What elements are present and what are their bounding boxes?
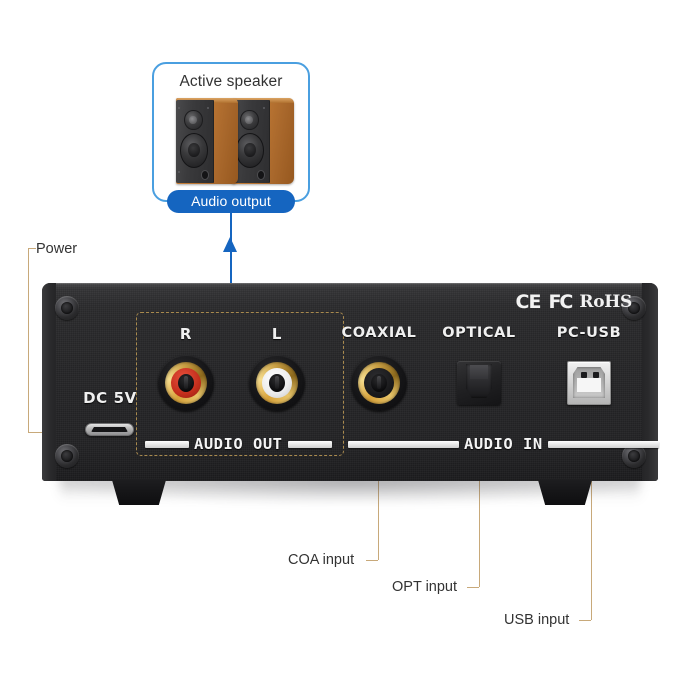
audio-in-band: AUDIO IN <box>348 435 659 453</box>
chassis-left-edge <box>42 283 56 481</box>
screw-bottom-left <box>55 444 79 468</box>
active-speaker-callout-card: Active speaker <box>152 62 310 202</box>
audio-out-band: AUDIO OUT <box>145 435 332 453</box>
rca-left-label: L <box>271 325 283 343</box>
speaker-left <box>176 98 238 184</box>
audio-output-badge: Audio output <box>167 190 295 213</box>
speaker-right <box>232 98 294 184</box>
usb-leader-line-vertical <box>591 430 592 620</box>
annotation-usb-input: USB input <box>504 612 570 628</box>
device-foot-right <box>537 479 593 505</box>
audio-out-band-label: AUDIO OUT <box>194 435 283 453</box>
rca-right-label: R <box>179 325 193 343</box>
pc-usb-label: PC-USB <box>556 325 622 341</box>
audio-in-band-label: AUDIO IN <box>464 435 543 453</box>
opt-leader-line-horizontal <box>467 587 479 588</box>
speaker-pair-icon <box>170 98 296 190</box>
coaxial-label: COAXIAL <box>341 325 417 341</box>
certification-marks: CE FC RoHS <box>515 291 633 313</box>
device-chassis <box>42 283 658 481</box>
ce-mark-icon: CE <box>515 291 542 313</box>
screw-top-left <box>55 296 79 320</box>
rca-left-jack[interactable] <box>249 355 305 411</box>
optical-toslink-port[interactable] <box>457 361 501 405</box>
fcc-mark-icon: FC <box>548 291 573 313</box>
chassis-right-edge <box>642 283 658 481</box>
opt-leader-line-vertical <box>479 410 480 587</box>
screw-bottom-right <box>622 444 646 468</box>
device-rear-panel: CE FC RoHS DC 5V R L COAXIAL OPTICAL <box>42 283 659 505</box>
dc-5v-label: DC 5V <box>83 389 137 407</box>
rca-right-jack[interactable] <box>158 355 214 411</box>
annotation-opt-input: OPT input <box>392 579 458 595</box>
coaxial-jack[interactable] <box>351 355 407 411</box>
rohs-mark-icon: RoHS <box>579 292 632 312</box>
audio-output-arrow-icon <box>223 237 237 252</box>
active-speaker-title: Active speaker <box>179 73 283 90</box>
audio-out-group-outline <box>136 312 344 456</box>
device-foot-left <box>111 479 167 505</box>
power-leader-line-vertical <box>28 248 29 432</box>
screw-top-right <box>622 296 646 320</box>
pc-usb-type-b-port[interactable] <box>567 361 611 405</box>
coa-leader-line-vertical <box>378 410 379 560</box>
annotation-coa-input: COA input <box>288 552 355 568</box>
annotation-power: Power <box>36 241 78 257</box>
power-leader-line-top <box>28 248 36 249</box>
coa-leader-line-horizontal <box>366 560 378 561</box>
usb-leader-line-horizontal <box>579 620 591 621</box>
dc-5v-micro-usb-port[interactable] <box>85 423 134 436</box>
optical-label: OPTICAL <box>442 325 516 341</box>
